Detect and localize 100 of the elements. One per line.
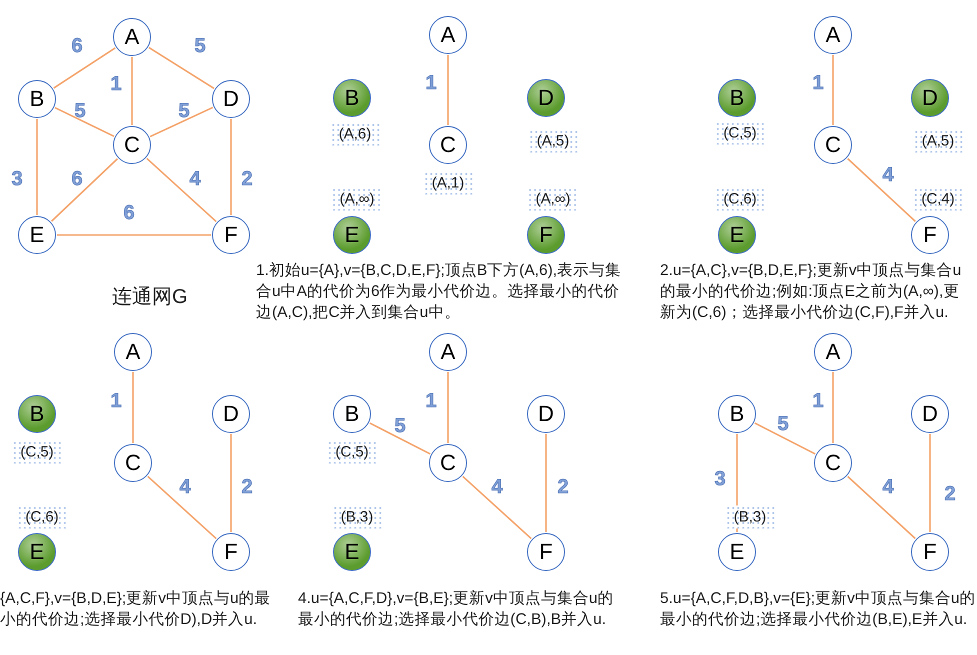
graph-edge xyxy=(147,476,217,540)
vertex-circle xyxy=(911,395,949,433)
graph-edge xyxy=(832,372,834,443)
vertex-circle xyxy=(18,80,56,118)
cost-label: (A,5) xyxy=(528,130,578,152)
graph-edge xyxy=(447,55,449,125)
vertex-circle xyxy=(911,216,949,254)
vertex-letter: C xyxy=(440,452,456,474)
vertex-letter: A xyxy=(124,26,140,48)
vertex-letter: E xyxy=(30,541,44,563)
step-caption: {A,C,F},v={B,D,E};更新v中顶点与u的最小的代价边;选择最小代价D),D并入u. xyxy=(0,589,272,630)
vertex-letter: B xyxy=(730,87,744,109)
vertex-letter: A xyxy=(440,24,456,46)
vertex-circle xyxy=(212,216,250,254)
graph-edge xyxy=(230,119,232,215)
vertex-circle xyxy=(333,79,371,117)
cost-label: (A,5) xyxy=(914,130,962,152)
vertex-letter: A xyxy=(126,341,140,363)
vertex-letter: D xyxy=(538,403,554,425)
graph-edge xyxy=(131,57,133,125)
vertex-letter: D xyxy=(223,88,239,110)
graph-edge xyxy=(847,158,916,222)
vertex-circle xyxy=(212,80,250,118)
vertex-letter: D xyxy=(922,87,938,109)
vertex-letter: C xyxy=(825,452,841,474)
vertex-circle xyxy=(527,79,565,117)
edge-weight: 2 xyxy=(944,484,956,504)
edge-weight: 3 xyxy=(11,169,23,189)
graph-edge xyxy=(230,434,232,532)
vertex-circle xyxy=(429,333,467,371)
edge-weight: 1 xyxy=(425,73,437,93)
graph-title: 连通网G xyxy=(112,285,188,310)
vertex-circle xyxy=(527,395,565,433)
vertex-letter: E xyxy=(344,541,360,563)
vertex-letter: C xyxy=(825,134,841,156)
graph-edge xyxy=(929,434,931,532)
edge-weight: 4 xyxy=(882,477,894,497)
vertex-letter: F xyxy=(923,224,937,246)
edge-weight: 4 xyxy=(189,169,201,189)
vertex-letter: F xyxy=(224,224,238,246)
graph-edge xyxy=(53,47,116,89)
graph-edge xyxy=(847,476,916,540)
vertex-circle xyxy=(429,16,467,54)
vertex-letter: E xyxy=(730,224,744,246)
vertex-letter: B xyxy=(30,88,44,110)
vertex-circle xyxy=(814,333,852,371)
vertex-letter: D xyxy=(223,403,239,425)
vertex-circle xyxy=(911,79,949,117)
edge-weight: 5 xyxy=(394,416,406,436)
vertex-letter: F xyxy=(539,541,553,563)
edge-weight: 5 xyxy=(178,101,190,121)
vertex-letter: F xyxy=(224,541,238,563)
vertex-letter: B xyxy=(30,403,44,425)
step-caption: 2.u={A,C},v={B,D,E,F};更新v中顶点与集合u的最小的代价边;例如:顶点E之前为(A,∞),更新为(C,6)；选择最小代价边(C,F),F并入u. xyxy=(660,261,962,324)
vertex-letter: D xyxy=(922,403,938,425)
vertex-circle xyxy=(429,444,467,482)
vertex-circle xyxy=(333,533,371,571)
vertex-letter: B xyxy=(730,403,744,425)
vertex-circle xyxy=(718,216,756,254)
edge-weight: 5 xyxy=(194,36,206,56)
cost-label: (A,∞) xyxy=(332,188,382,210)
vertex-letter: E xyxy=(730,541,744,563)
graph-edge xyxy=(369,422,431,455)
graph-edge xyxy=(754,422,816,455)
vertex-letter: A xyxy=(826,24,840,46)
edge-weight: 1 xyxy=(110,74,122,94)
edge-weight: 1 xyxy=(425,391,437,411)
graph-edge xyxy=(36,119,38,215)
edge-weight: 4 xyxy=(179,477,191,497)
edge-weight: 4 xyxy=(882,165,894,185)
vertex-circle xyxy=(18,216,56,254)
step-caption: 1.初始u={A},v={B,C,D,E,F};顶点B下方(A,6),表示与集合u中A的代价为6作为最小代价边。选择最小的代价边(A,C),把C并入到集合u中。 xyxy=(256,261,622,324)
vertex-letter: F xyxy=(923,541,937,563)
cost-label: (C,6) xyxy=(17,506,67,528)
vertex-circle xyxy=(814,444,852,482)
edge-weight: 1 xyxy=(812,73,824,93)
graph-edge xyxy=(50,158,118,222)
vertex-letter: A xyxy=(440,341,456,363)
graph-edge xyxy=(447,372,449,443)
vertex-circle xyxy=(212,395,250,433)
vertex-circle xyxy=(113,126,151,164)
graph-edge xyxy=(57,234,211,236)
cost-label: (C,5) xyxy=(715,122,765,144)
vertex-letter: B xyxy=(344,403,360,425)
vertex-circle xyxy=(18,533,56,571)
vertex-letter: C xyxy=(125,452,141,474)
vertex-circle xyxy=(814,126,852,164)
vertex-circle xyxy=(718,533,756,571)
edge-weight: 6 xyxy=(71,36,83,56)
edge-weight: 6 xyxy=(123,203,135,223)
graph-edge xyxy=(545,434,547,532)
graph-edge xyxy=(146,158,217,222)
edge-weight: 1 xyxy=(812,391,824,411)
edge-weight: 2 xyxy=(557,477,569,497)
vertex-circle xyxy=(527,533,565,571)
vertex-circle xyxy=(18,395,56,433)
graph-edge xyxy=(462,476,532,540)
vertex-letter: E xyxy=(344,224,360,246)
cost-label: (B,3) xyxy=(726,506,774,528)
vertex-letter: E xyxy=(30,224,44,246)
